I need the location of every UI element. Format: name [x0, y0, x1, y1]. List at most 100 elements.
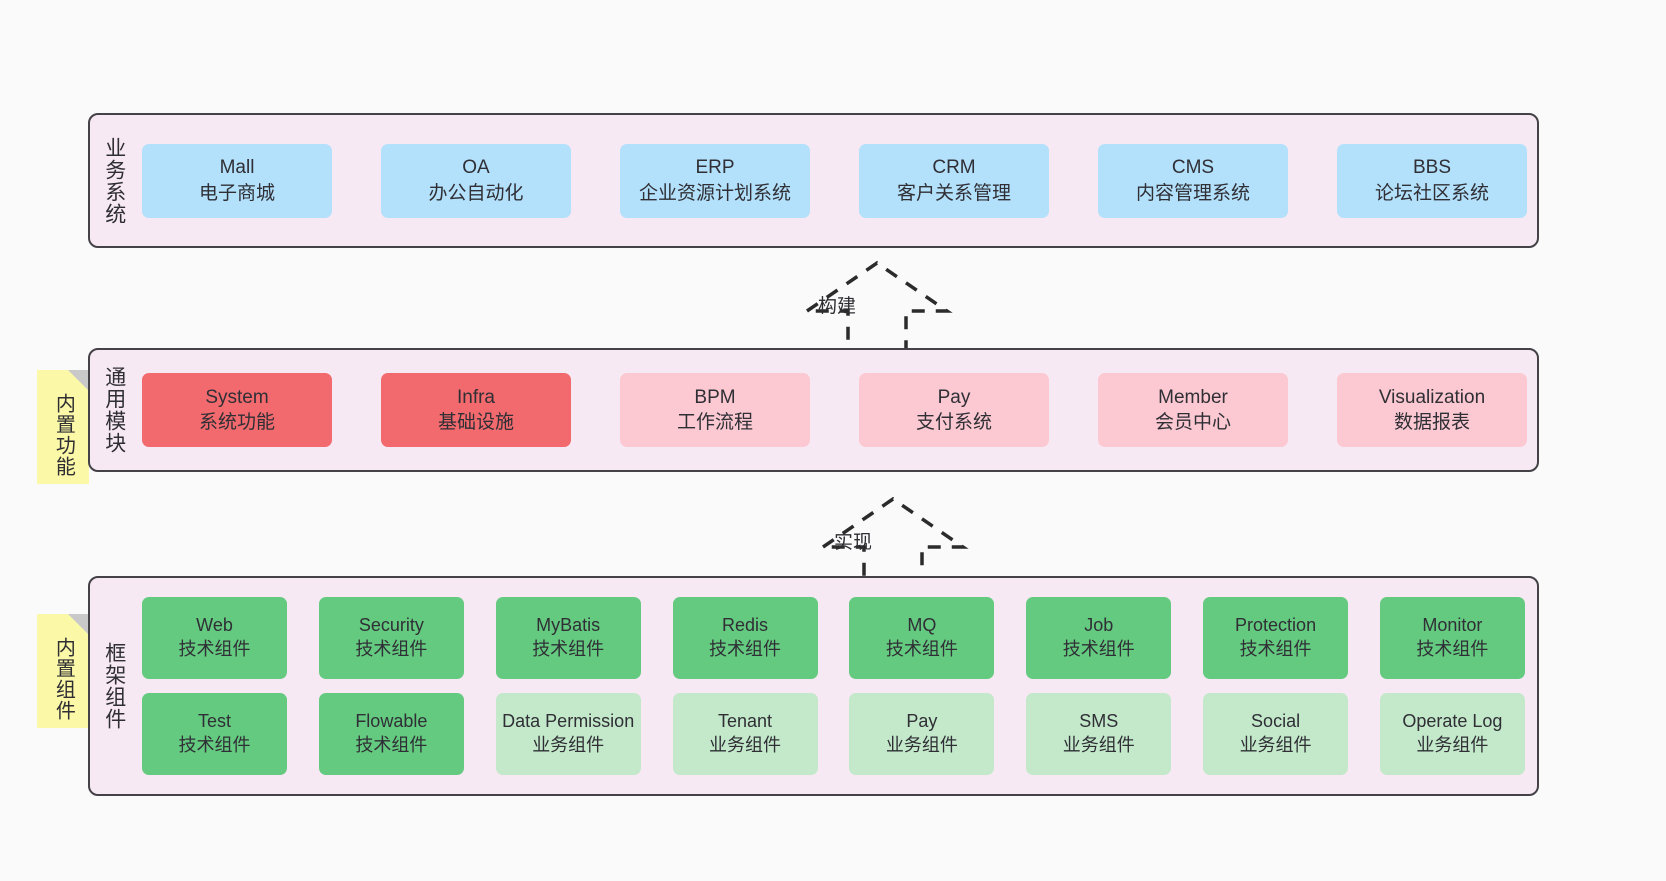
arrow-build-icon	[801, 260, 953, 361]
box-mq[interactable]: MQ 技术组件	[849, 597, 995, 679]
box-title-cn: 业务组件	[1416, 735, 1489, 755]
layer-framework-components: 框架组件 Web 技术组件 Security 技术组件 MyBatis 技术组件…	[88, 576, 1539, 796]
layer-business-title: 业务系统	[102, 136, 126, 225]
arrow-implement-icon	[817, 496, 969, 597]
box-title-en: Pay	[937, 386, 971, 408]
arrow-build-label: 构建	[818, 296, 857, 317]
box-title-cn: 技术组件	[1239, 639, 1312, 659]
box-monitor[interactable]: Monitor 技术组件	[1379, 597, 1525, 679]
box-title-cn: 技术组件	[1416, 639, 1489, 659]
framework-row-business: Test 技术组件 Flowable 技术组件 Data Permission …	[142, 693, 1525, 775]
box-title-en: Protection	[1235, 615, 1317, 636]
box-pay-component[interactable]: Pay 业务组件	[849, 693, 995, 775]
box-protection[interactable]: Protection 技术组件	[1203, 597, 1349, 679]
note-fold-corner-icon	[68, 370, 89, 391]
layer-framework-title: 框架组件	[102, 642, 126, 730]
box-title-cn: 技术组件	[1062, 639, 1135, 659]
box-oa[interactable]: OA 办公自动化	[381, 143, 571, 218]
box-job[interactable]: Job 技术组件	[1026, 597, 1172, 679]
box-title-cn: 技术组件	[178, 639, 251, 659]
layer-common-title: 通用模块	[102, 366, 126, 454]
note-builtin-components: 内置组件	[37, 614, 89, 728]
box-title-en: BBS	[1412, 157, 1452, 179]
box-title-en: CMS	[1171, 157, 1215, 179]
box-tenant[interactable]: Tenant 业务组件	[672, 693, 818, 775]
box-title-en: MQ	[907, 615, 937, 636]
box-title-cn: 技术组件	[709, 639, 782, 659]
box-operate-log[interactable]: Operate Log 业务组件	[1379, 693, 1525, 775]
box-title-cn: 业务组件	[532, 735, 605, 755]
layer-business-system: 业务系统 Mall 电子商城 OA 办公自动化 ERP 企业资源计划系统 CRM…	[88, 113, 1539, 248]
note-builtin-functions: 内置功能	[37, 370, 89, 484]
box-mall[interactable]: Mall 电子商城	[142, 143, 332, 218]
box-sms[interactable]: SMS 业务组件	[1026, 693, 1172, 775]
box-title-cn: 客户关系管理	[896, 182, 1011, 204]
box-web[interactable]: Web 技术组件	[142, 597, 287, 679]
layer-common-body: System 系统功能 Infra 基础设施 BPM 工作流程 Pay 支付系统…	[138, 350, 1537, 470]
box-visualization[interactable]: Visualization 数据报表	[1337, 373, 1527, 447]
box-redis[interactable]: Redis 技术组件	[672, 597, 818, 679]
box-title-en: Test	[197, 711, 231, 732]
layer-common-modules: 通用模块 System 系统功能 Infra 基础设施 BPM 工作流程 Pay…	[88, 348, 1539, 472]
box-title-en: Member	[1158, 386, 1228, 408]
box-pay-module[interactable]: Pay 支付系统	[859, 373, 1049, 447]
box-title-en: Security	[358, 615, 424, 636]
box-social[interactable]: Social 业务组件	[1203, 693, 1349, 775]
box-title-cn: 办公自动化	[428, 182, 524, 204]
framework-row-tech: Web 技术组件 Security 技术组件 MyBatis 技术组件 Redi…	[142, 597, 1525, 679]
box-security[interactable]: Security 技术组件	[318, 597, 464, 679]
box-title-en: Pay	[906, 711, 938, 732]
box-title-cn: 技术组件	[532, 639, 605, 659]
box-bpm[interactable]: BPM 工作流程	[620, 373, 810, 447]
box-title-en: BPM	[694, 386, 736, 408]
box-title-en: Tenant	[718, 711, 773, 732]
box-data-permission[interactable]: Data Permission 业务组件	[495, 693, 641, 775]
box-title-en: Monitor	[1422, 615, 1483, 636]
box-title-cn: 业务组件	[1239, 735, 1312, 755]
box-title-en: Visualization	[1378, 386, 1486, 408]
box-title-en: CRM	[932, 157, 976, 179]
box-title-en: SMS	[1079, 711, 1119, 732]
box-title-en: ERP	[695, 157, 735, 179]
box-title-cn: 工作流程	[676, 412, 753, 433]
box-title-en: Job	[1084, 615, 1114, 636]
box-flowable[interactable]: Flowable 技术组件	[318, 693, 464, 775]
box-title-en: Mall	[219, 157, 255, 179]
box-title-en: Flowable	[355, 711, 428, 732]
box-title-cn: 业务组件	[709, 735, 782, 755]
box-title-cn: 技术组件	[178, 735, 251, 755]
box-erp[interactable]: ERP 企业资源计划系统	[620, 143, 810, 218]
box-crm[interactable]: CRM 客户关系管理	[859, 143, 1049, 218]
box-title-en: Data Permission	[502, 711, 635, 732]
box-title-cn: 电子商城	[198, 182, 275, 204]
common-row: System 系统功能 Infra 基础设施 BPM 工作流程 Pay 支付系统…	[142, 373, 1527, 447]
box-title-en: Operate Log	[1402, 711, 1503, 732]
box-title-cn: 技术组件	[355, 639, 428, 659]
box-title-cn: 技术组件	[885, 639, 958, 659]
box-bbs[interactable]: BBS 论坛社区系统	[1337, 143, 1527, 218]
note-fold-corner-icon	[68, 614, 89, 635]
business-row: Mall 电子商城 OA 办公自动化 ERP 企业资源计划系统 CRM 客户关系…	[142, 143, 1527, 218]
box-title-en: OA	[462, 157, 490, 179]
box-title-cn: 内容管理系统	[1135, 182, 1250, 204]
box-title-cn: 会员中心	[1154, 412, 1231, 433]
box-title-cn: 系统功能	[198, 412, 275, 433]
box-title-en: Social	[1251, 711, 1301, 732]
box-title-en: Web	[196, 615, 233, 636]
box-title-cn: 企业资源计划系统	[638, 182, 791, 204]
box-title-cn: 论坛社区系统	[1374, 182, 1489, 204]
box-title-en: System	[205, 386, 269, 408]
box-title-cn: 业务组件	[1062, 735, 1135, 755]
box-cms[interactable]: CMS 内容管理系统	[1098, 143, 1288, 218]
box-infra[interactable]: Infra 基础设施	[381, 373, 571, 447]
box-title-cn: 技术组件	[355, 735, 428, 755]
box-system[interactable]: System 系统功能	[142, 373, 332, 447]
layer-framework-body: Web 技术组件 Security 技术组件 MyBatis 技术组件 Redi…	[138, 578, 1537, 794]
layer-business-body: Mall 电子商城 OA 办公自动化 ERP 企业资源计划系统 CRM 客户关系…	[138, 115, 1537, 246]
arrow-implement-label: 实现	[834, 532, 873, 553]
box-test[interactable]: Test 技术组件	[142, 693, 287, 775]
box-title-cn: 基础设施	[437, 412, 514, 433]
box-member[interactable]: Member 会员中心	[1098, 373, 1288, 447]
box-mybatis[interactable]: MyBatis 技术组件	[495, 597, 641, 679]
note-label: 内置组件	[52, 637, 75, 721]
